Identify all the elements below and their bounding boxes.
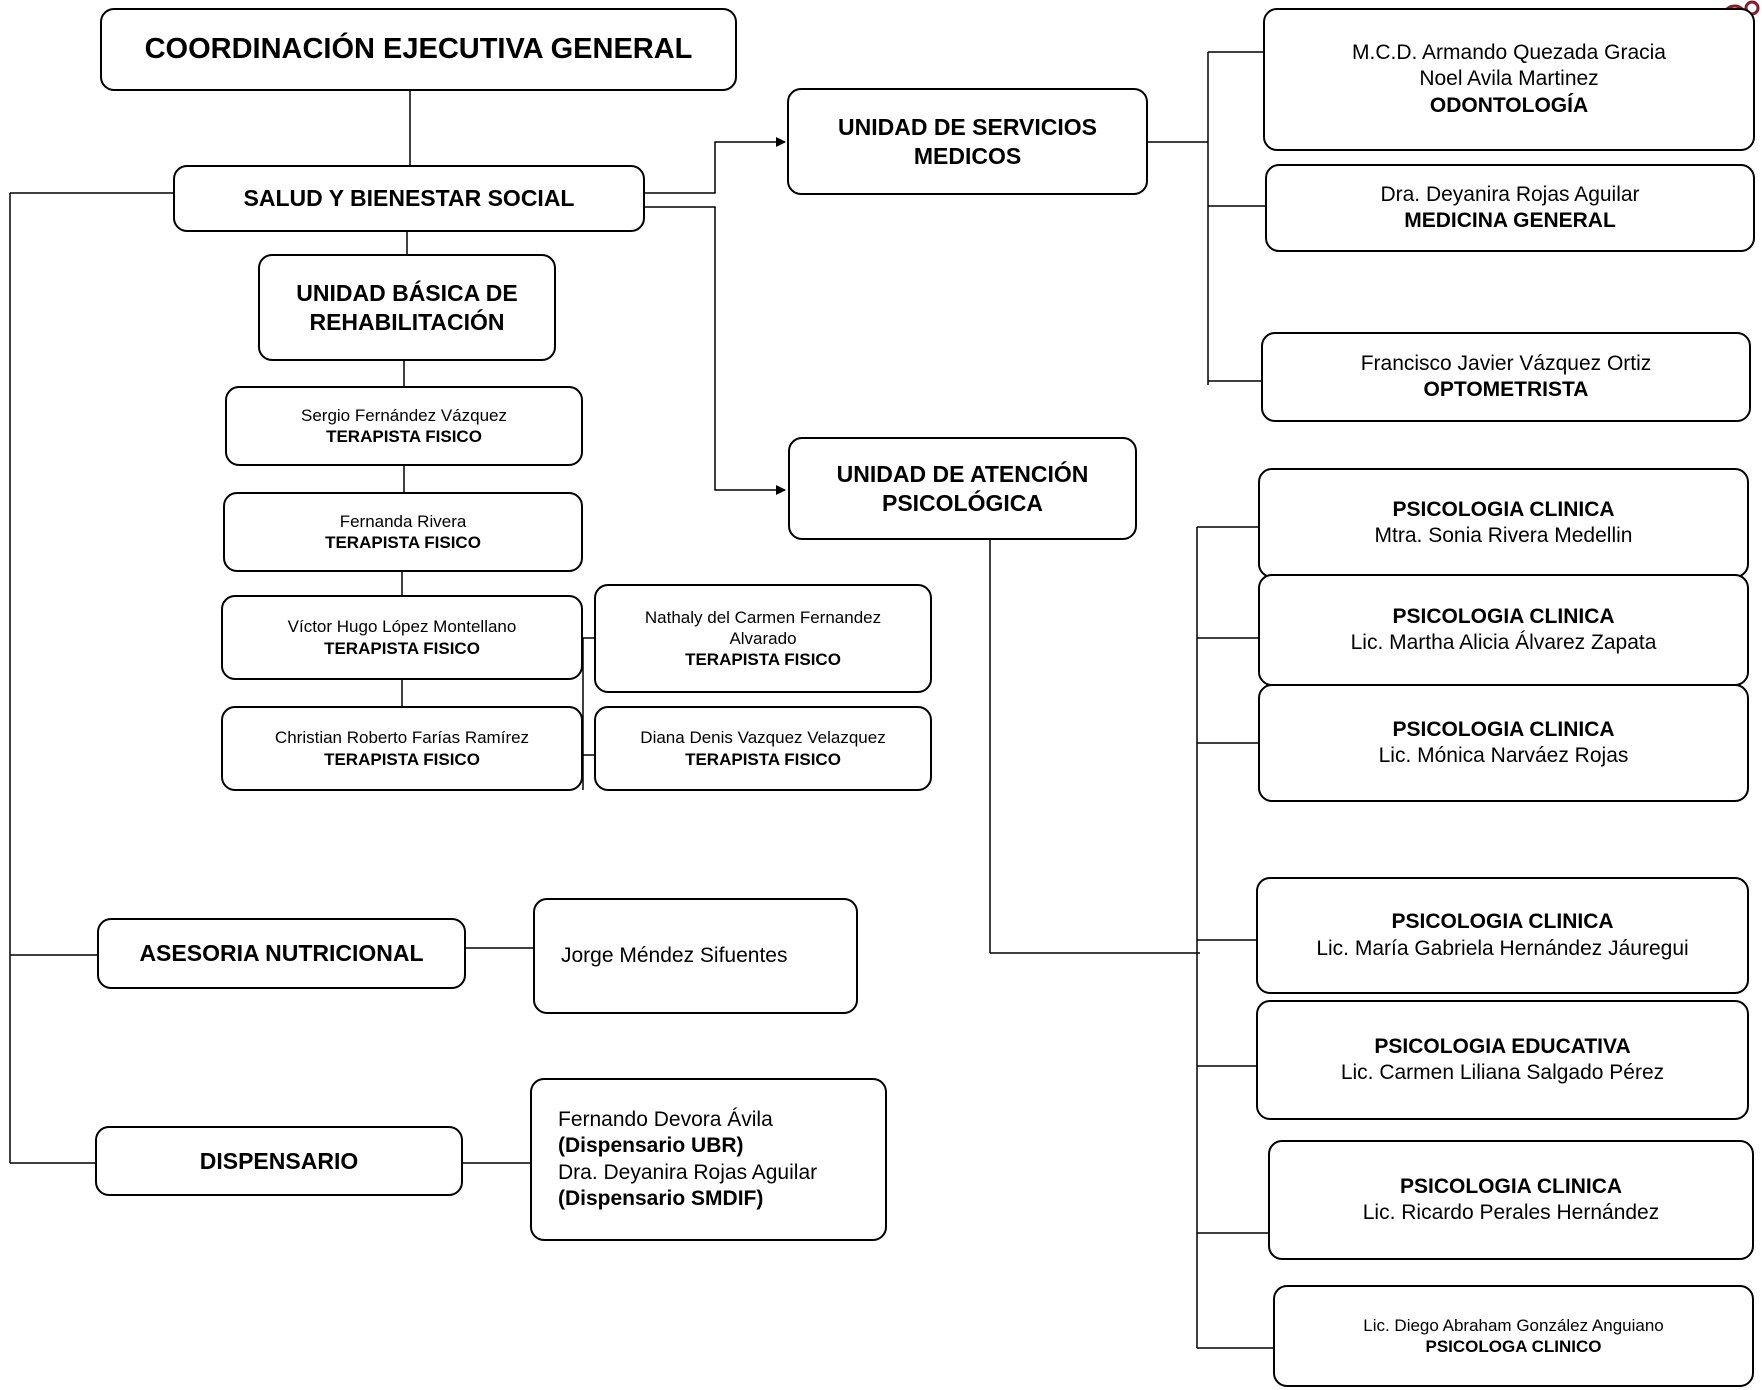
therapist-name: Christian Roberto Farías Ramírez (274, 728, 530, 748)
therapist-box: Nathaly del Carmen Fernandez Alvarado TE… (594, 584, 932, 693)
psych-staff-box: PSICOLOGIA CLINICA Lic. Martha Alicia Ál… (1258, 574, 1749, 686)
therapist-role: TERAPISTA FISICO (326, 427, 482, 446)
asesoria-nutricional-title: ASESORIA NUTRICIONAL (139, 940, 424, 967)
nutricion-staff-name: Jorge Méndez Sifuentes (561, 943, 788, 967)
therapist-role: TERAPISTA FISICO (685, 749, 841, 769)
salud-bienestar-title: SALUD Y BIENESTAR SOCIAL (243, 185, 575, 212)
psych-staff-role: PSICOLOGIA CLINICA (1392, 497, 1615, 521)
therapist-name-line2: Alvarado (729, 628, 797, 648)
therapist-role: TERAPISTA FISICO (324, 638, 480, 658)
therapist-box: Diana Denis Vazquez Velazquez TERAPISTA … (594, 706, 932, 791)
medicina-general-name: Dra. Deyanira Rojas Aguilar (1380, 182, 1640, 206)
psych-staff-name: Lic. Ricardo Perales Hernández (1362, 1201, 1660, 1224)
therapist-name: Diana Denis Vazquez Velazquez (640, 728, 886, 748)
psych-staff-box: PSICOLOGIA CLINICA Mtra. Sonia Rivera Me… (1258, 468, 1749, 578)
psych-staff-box: PSICOLOGIA CLINICA Lic. Mónica Narváez R… (1258, 684, 1749, 802)
dispensario-staff-box: Fernando Devora Ávila (Dispensario UBR) … (530, 1078, 887, 1241)
psych-staff-role: PSICOLOGIA CLINICA (1391, 910, 1614, 934)
asesoria-nutricional-box: ASESORIA NUTRICIONAL (97, 918, 466, 989)
therapist-box: Víctor Hugo López Montellano TERAPISTA F… (221, 595, 583, 680)
medicina-general-role: MEDICINA GENERAL (1404, 209, 1616, 232)
therapist-name: Víctor Hugo López Montellano (287, 617, 517, 637)
atencion-psicologica-title-line1: UNIDAD DE ATENCIÓN (836, 460, 1089, 487)
psych-staff-name: Lic. Diego Abraham González Anguiano (1363, 1315, 1664, 1335)
servicios-medicos-box: UNIDAD DE SERVICIOS MEDICOS (787, 88, 1148, 195)
optometrista-box: Francisco Javier Vázquez Ortiz OPTOMETRI… (1261, 332, 1751, 422)
ubr-box: UNIDAD BÁSICA DE REHABILITACIÓN (258, 254, 556, 361)
atencion-psicologica-box: UNIDAD DE ATENCIÓN PSICOLÓGICA (788, 437, 1137, 540)
psych-staff-box: Lic. Diego Abraham González Anguiano PSI… (1273, 1285, 1754, 1387)
therapist-box: Fernanda Rivera TERAPISTA FISICO (223, 492, 583, 572)
odontologia-name-1: M.C.D. Armando Quezada Gracia (1352, 41, 1666, 65)
optometrista-role: OPTOMETRISTA (1423, 378, 1589, 401)
therapist-box: Christian Roberto Farías Ramírez TERAPIS… (221, 706, 583, 791)
dispensario-line4: (Dispensario SMDIF) (558, 1186, 764, 1210)
psych-staff-box: PSICOLOGIA EDUCATIVA Lic. Carmen Liliana… (1256, 1000, 1749, 1120)
nutricion-staff-box: Jorge Méndez Sifuentes (533, 898, 858, 1014)
psych-staff-name: Lic. María Gabriela Hernández Jáuregui (1316, 936, 1689, 960)
odontologia-name-2: Noel Avila Martinez (1419, 67, 1599, 91)
psych-staff-name: Lic. Carmen Liliana Salgado Pérez (1340, 1061, 1665, 1084)
psych-staff-box: PSICOLOGIA CLINICA Lic. María Gabriela H… (1256, 877, 1749, 994)
psych-staff-role: PSICOLOGIA CLINICA (1392, 717, 1615, 741)
psych-staff-role: PSICOLOGIA CLINICA (1399, 1174, 1623, 1198)
ubr-title-line1: UNIDAD BÁSICA DE (296, 279, 518, 306)
psych-staff-role: PSICOLOGA CLINICO (1425, 1337, 1602, 1356)
optometrista-name: Francisco Javier Vázquez Ortiz (1360, 351, 1652, 375)
coordinacion-ejecutiva-title: COORDINACIÓN EJECUTIVA GENERAL (144, 33, 693, 66)
therapist-name: Fernanda Rivera (339, 511, 467, 531)
psych-staff-name: Lic. Mónica Narváez Rojas (1378, 744, 1629, 767)
psych-staff-name: Lic. Martha Alicia Álvarez Zapata (1350, 631, 1657, 654)
odontologia-box: M.C.D. Armando Quezada Gracia Noel Avila… (1263, 8, 1755, 151)
dispensario-line3: Dra. Deyanira Rojas Aguilar (558, 1160, 818, 1184)
servicios-medicos-title-line2: MEDICOS (913, 142, 1022, 169)
dispensario-line2: (Dispensario UBR) (558, 1134, 744, 1158)
ubr-title-line2: REHABILITACIÓN (309, 308, 505, 335)
odontologia-role: ODONTOLOGÍA (1429, 93, 1589, 117)
therapist-role: TERAPISTA FISICO (324, 749, 480, 769)
coordinacion-ejecutiva-box: COORDINACIÓN EJECUTIVA GENERAL (100, 8, 737, 91)
therapist-box: Sergio Fernández Vázquez TERAPISTA FISIC… (225, 386, 583, 466)
salud-bienestar-box: SALUD Y BIENESTAR SOCIAL (173, 165, 645, 232)
psych-staff-name: Mtra. Sonia Rivera Medellin (1374, 524, 1633, 547)
psych-staff-role: PSICOLOGIA CLINICA (1392, 604, 1615, 628)
psych-staff-role: PSICOLOGIA EDUCATIVA (1374, 1034, 1631, 1058)
dispensario-title: DISPENSARIO (199, 1147, 359, 1174)
dispensario-line1: Fernando Devora Ávila (558, 1108, 773, 1131)
medicina-general-box: Dra. Deyanira Rojas Aguilar MEDICINA GEN… (1265, 164, 1755, 252)
therapist-name: Sergio Fernández Vázquez (300, 405, 508, 425)
atencion-psicologica-title-line2: PSICOLÓGICA (881, 489, 1043, 516)
therapist-name-line1: Nathaly del Carmen Fernandez (644, 607, 882, 627)
servicios-medicos-title-line1: UNIDAD DE SERVICIOS (837, 113, 1097, 140)
dispensario-box: DISPENSARIO (95, 1126, 463, 1196)
therapist-role: TERAPISTA FISICO (685, 650, 841, 670)
psych-staff-box: PSICOLOGIA CLINICA Lic. Ricardo Perales … (1268, 1140, 1754, 1260)
therapist-role: TERAPISTA FISICO (325, 533, 481, 552)
